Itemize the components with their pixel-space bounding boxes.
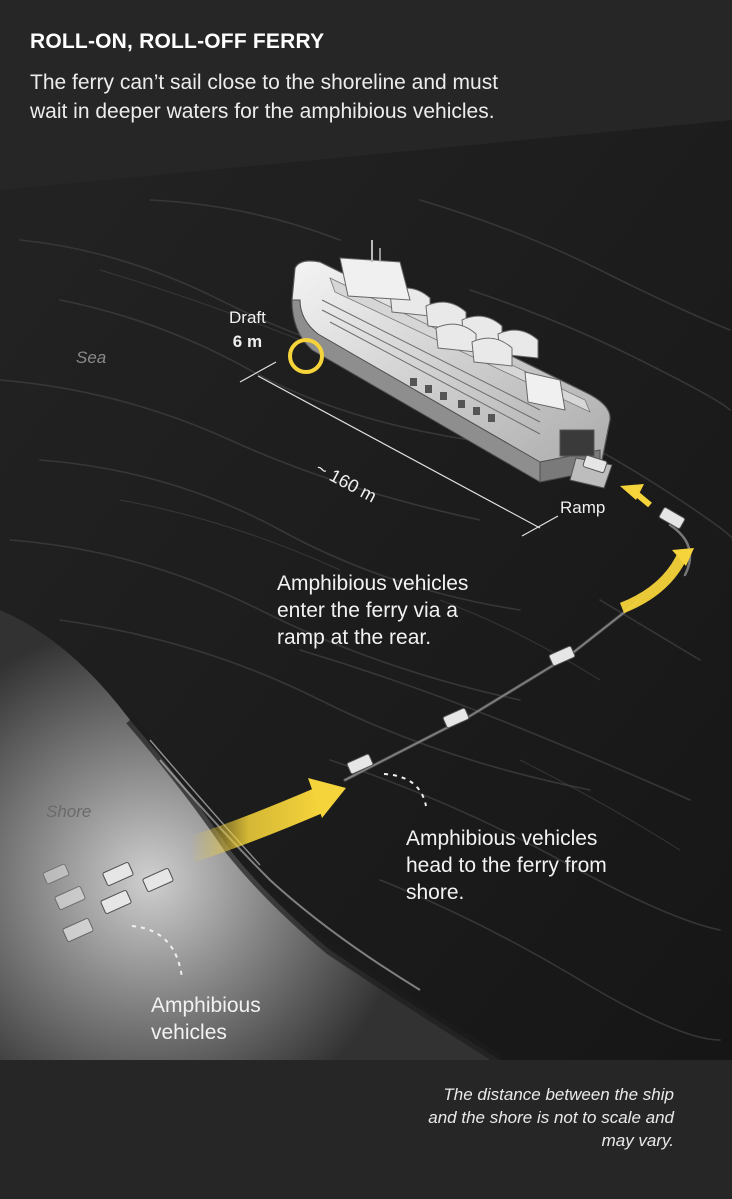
shore-area: [0, 610, 732, 1199]
draft-value: 6 m: [232, 332, 263, 351]
vehicle-at-sea-1: [346, 753, 374, 775]
leader-lines: [131, 773, 427, 979]
page-title: ROLL-ON, ROLL-OFF FERRY: [30, 30, 325, 53]
vehicle-at-sea-3: [548, 645, 576, 667]
shore-arrow: [185, 778, 346, 863]
amphibious-vehicles: [42, 507, 686, 942]
vehicle-wake: [343, 523, 692, 782]
leader-vehicles: [131, 925, 183, 979]
intro-text: The ferry can’t sail close to the shorel…: [30, 71, 499, 123]
annotation-vehicles: Amphibious vehicles: [151, 994, 261, 1044]
vehicle-on-shore-6: [42, 863, 70, 885]
leader-head-to-ferry: [383, 773, 427, 807]
sea-label: Sea: [76, 348, 107, 367]
sea-arrow: [619, 484, 694, 614]
annotation-head-to-ferry: Amphibious vehicles head to the ferry fr…: [406, 827, 607, 904]
draft-marker: [288, 338, 324, 374]
vehicle-on-shore-5: [54, 886, 86, 910]
vehicle-at-sea-2: [442, 707, 470, 729]
footnote: The distance between the ship and the sh…: [428, 1085, 674, 1150]
draft-label-text: Draft: [229, 308, 266, 327]
ferry-ship: [291, 240, 611, 483]
vehicle-on-shore-4: [62, 918, 94, 942]
annotation-enter-ferry: Amphibious vehicles enter the ferry via …: [277, 572, 469, 649]
shore-label: Shore: [46, 802, 92, 821]
vehicle-on-shore-2: [142, 868, 174, 892]
vehicle-on-shore-3: [100, 890, 132, 914]
vehicle-on-shore-1: [102, 862, 134, 886]
length-dimension: [239, 361, 559, 537]
ramp-label: Ramp: [560, 498, 606, 517]
draft-label: Draft 6 m: [229, 306, 266, 354]
rear-ramp: [569, 454, 613, 489]
vehicle-at-sea-4: [658, 507, 686, 529]
